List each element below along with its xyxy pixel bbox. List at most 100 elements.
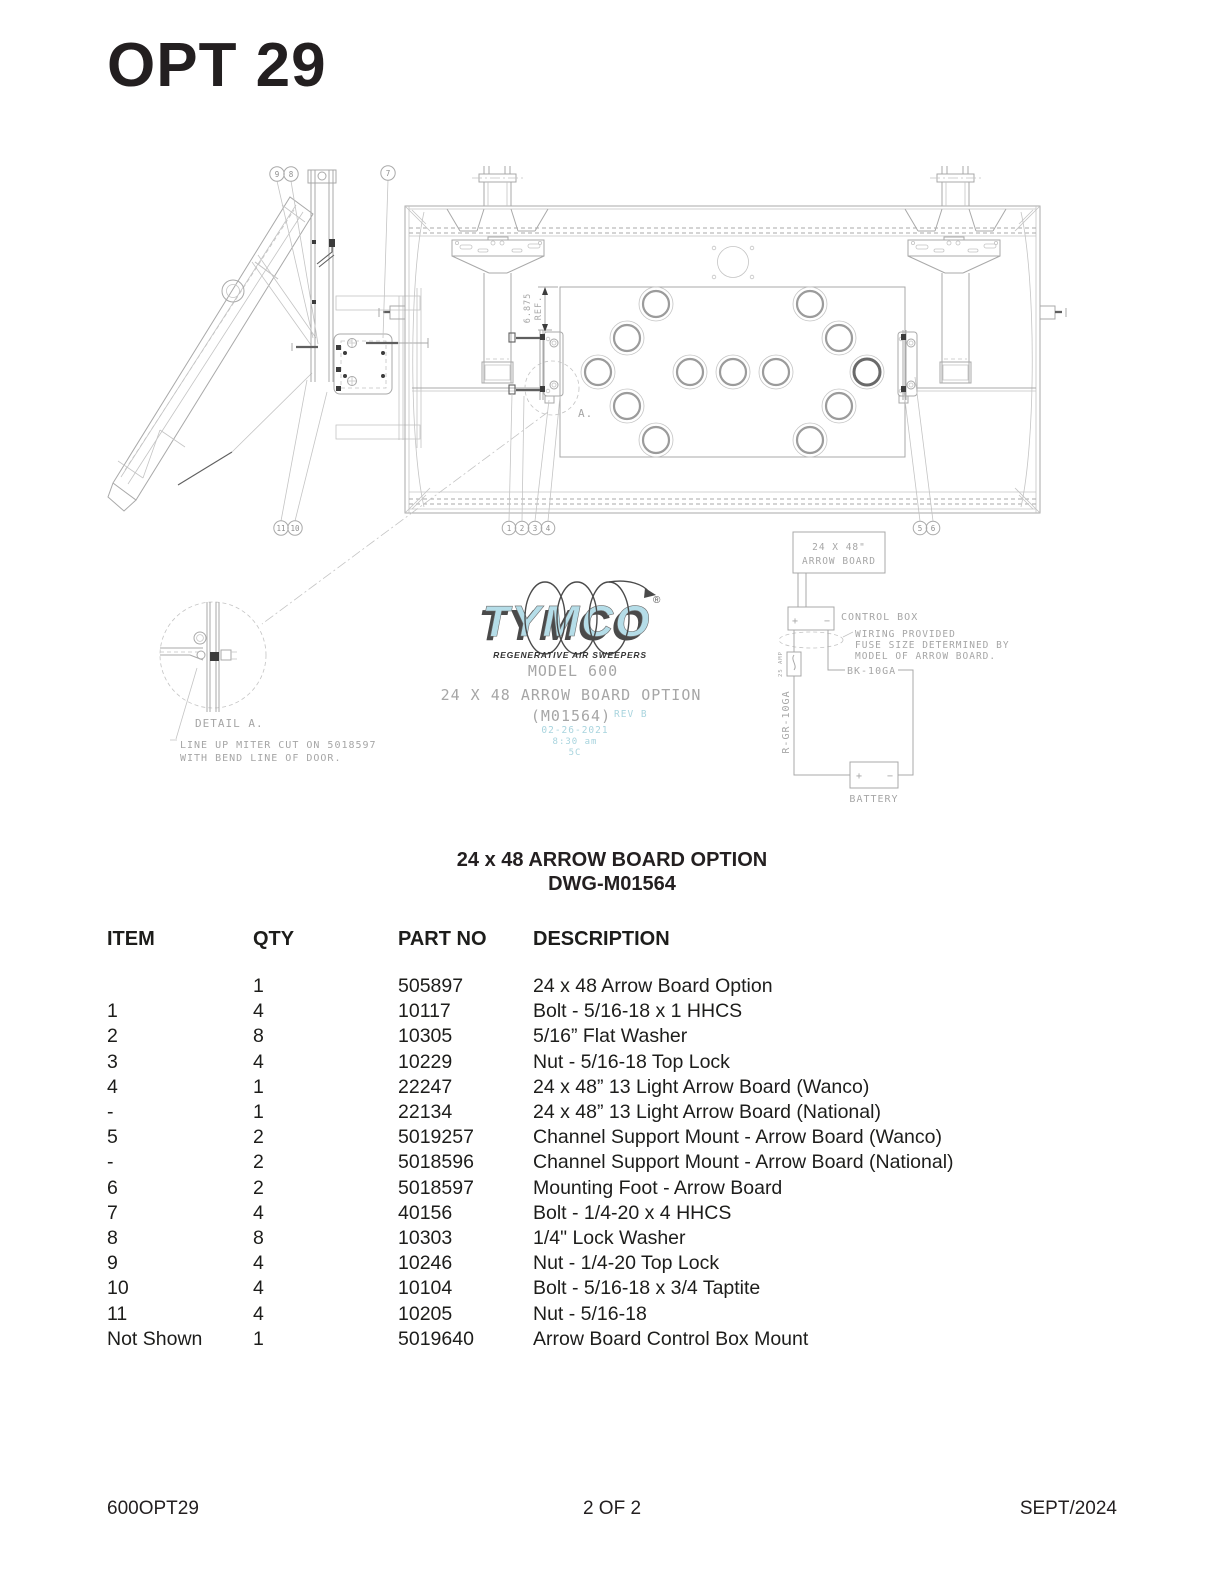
table-row: 6 2 5018597 Mounting Foot - Arrow Board (107, 1176, 1117, 1201)
table-row: 1 505897 24 x 48 Arrow Board Option (107, 974, 1117, 999)
table-title-line2: DWG-M01564 (548, 873, 676, 895)
table-header-row: ITEM QTY PART NO DESCRIPTION (107, 928, 1117, 951)
cell-qty: 1 (253, 1101, 264, 1124)
cell-qty: 4 (253, 1277, 264, 1300)
cell-description: Bolt - 5/16-18 x 1 HHCS (533, 1000, 743, 1023)
side-view-drawing (107, 169, 429, 512)
cell-item: 3 (107, 1050, 118, 1073)
wiring-note-3: MODEL OF ARROW BOARD. (855, 651, 996, 662)
arrow-board-box (792, 531, 886, 574)
cell-qty: 4 (253, 1252, 264, 1275)
cell-item: 10 (107, 1277, 129, 1300)
table-row: 4 1 22247 24 x 48” 13 Light Arrow Board … (107, 1075, 1117, 1100)
cell-qty: 1 (253, 975, 264, 997)
wire-label-rgr10ga: R-GR-10GA (781, 690, 792, 753)
svg-text:REF.: REF. (534, 296, 544, 320)
balloon-callouts: 9 8 7 11 10 1 2 3 4 5 6 (269, 165, 941, 536)
cell-part-no: 5018597 (398, 1176, 474, 1199)
cell-qty: 4 (253, 1201, 264, 1224)
cell-description: 24 x 48 Arrow Board Option (533, 975, 773, 997)
balloon-4: 4 (540, 520, 556, 536)
cell-description: 1/4" Lock Washer (533, 1227, 686, 1250)
battery-box (849, 761, 899, 789)
table-row: Not Shown 1 5019640 Arrow Board Control … (107, 1327, 1117, 1352)
cell-qty: 8 (253, 1227, 264, 1250)
cell-part-no: 10205 (398, 1302, 453, 1325)
balloon-8: 8 (283, 166, 299, 182)
swirl-arrow-icon (644, 588, 656, 598)
right-post (904, 166, 1007, 384)
table-row: 9 4 10246 Nut - 1/4-20 Top Lock (107, 1251, 1117, 1276)
svg-text:TYMCO: TYMCO (483, 597, 652, 646)
table-body: 1 505897 24 x 48 Arrow Board Option 1 4 … (107, 974, 1117, 1352)
cell-part-no: 10104 (398, 1277, 453, 1300)
cell-description: Nut - 5/16-18 (533, 1302, 647, 1325)
cell-description: Bolt - 1/4-20 x 4 HHCS (533, 1201, 732, 1224)
cell-description: 24 x 48” 13 Light Arrow Board (National) (533, 1101, 881, 1124)
balloon-11: 11 (273, 520, 289, 536)
detail-a-note-1: LINE UP MITER CUT ON 5018597 (180, 740, 377, 751)
col-item: ITEM (107, 928, 155, 950)
cell-qty: 1 (253, 1075, 264, 1098)
cell-item: 9 (107, 1252, 118, 1275)
cell-item: 6 (107, 1176, 118, 1199)
cell-item (107, 974, 253, 999)
cell-item: 8 (107, 1227, 118, 1250)
cell-part-no: 10117 (398, 1000, 451, 1023)
cell-part-no: 10305 (398, 1025, 453, 1048)
cell-description: Bolt - 5/16-18 x 3/4 Taptite (533, 1277, 761, 1300)
cell-part-no: 22247 (398, 1075, 453, 1098)
col-description: DESCRIPTION (533, 928, 670, 950)
cell-item: 2 (107, 1025, 118, 1048)
arrow-board-panel (559, 286, 906, 458)
footer-page-info: 2 OF 2 (582, 1498, 642, 1519)
svg-text:3: 3 (533, 524, 538, 533)
cell-qty: 4 (253, 1000, 264, 1023)
control-box (787, 606, 835, 631)
drawing-initials: 5C (569, 748, 582, 758)
drawing-date: 02-26-2021 (541, 725, 608, 736)
wiring-note-1: WIRING PROVIDED (855, 629, 956, 640)
table-row: 1 4 10117 Bolt - 5/16-18 x 1 HHCS (107, 999, 1117, 1024)
cell-part-no: 10303 (398, 1227, 453, 1250)
svg-text:10: 10 (290, 524, 300, 533)
cell-qty: 2 (253, 1176, 264, 1199)
svg-text:ARROW BOARD: ARROW BOARD (802, 556, 876, 567)
cell-part-no: 10246 (398, 1252, 453, 1275)
cell-item: 4 (107, 1075, 118, 1098)
fuse-rating: 25 AMP (778, 651, 784, 677)
right-channel-mount (897, 330, 918, 404)
col-part-no: PART NO (398, 928, 487, 950)
cell-item: 1 (107, 1000, 118, 1023)
cell-description: Nut - 5/16-18 Top Lock (533, 1050, 730, 1073)
left-channel-mount (508, 330, 564, 404)
model-line: MODEL 600 (528, 662, 618, 680)
table-row: 7 4 40156 Bolt - 1/4-20 x 4 HHCS (107, 1201, 1117, 1226)
wire-label-bk10ga: BK-10GA (847, 666, 896, 677)
svg-text:+: + (792, 616, 799, 627)
cell-qty: 2 (253, 1151, 264, 1174)
control-box-label: CONTROL BOX (841, 612, 918, 623)
cell-part-no: 5018596 (398, 1151, 474, 1174)
wiring-note-2: FUSE SIZE DETERMINED BY (855, 640, 1010, 651)
table-row: 10 4 10104 Bolt - 5/16-18 x 3/4 Taptite (107, 1276, 1117, 1301)
page-title: OPT 29 (107, 31, 327, 100)
balloon-10: 10 (287, 520, 303, 536)
cell-item: Not Shown (107, 1327, 203, 1350)
detail-a-callout-circle (524, 360, 580, 416)
svg-text:24 X 48": 24 X 48" (812, 542, 866, 553)
svg-text:7: 7 (386, 169, 391, 178)
balloon-7: 7 (380, 165, 396, 181)
cell-item: - (107, 1151, 114, 1174)
svg-text:6.875: 6.875 (523, 293, 533, 324)
svg-text:5: 5 (918, 524, 923, 533)
battery-label: BATTERY (849, 794, 898, 805)
left-post (446, 166, 549, 384)
detail-a-label: DETAIL A. (195, 717, 264, 730)
rear-view-drawing: 6.875 REF. (261, 166, 1067, 625)
balloon-3: 3 (527, 520, 543, 536)
cell-item: 11 (107, 1302, 128, 1325)
cell-part-no: 10229 (398, 1050, 453, 1073)
cell-part-no: 5019640 (398, 1327, 474, 1350)
